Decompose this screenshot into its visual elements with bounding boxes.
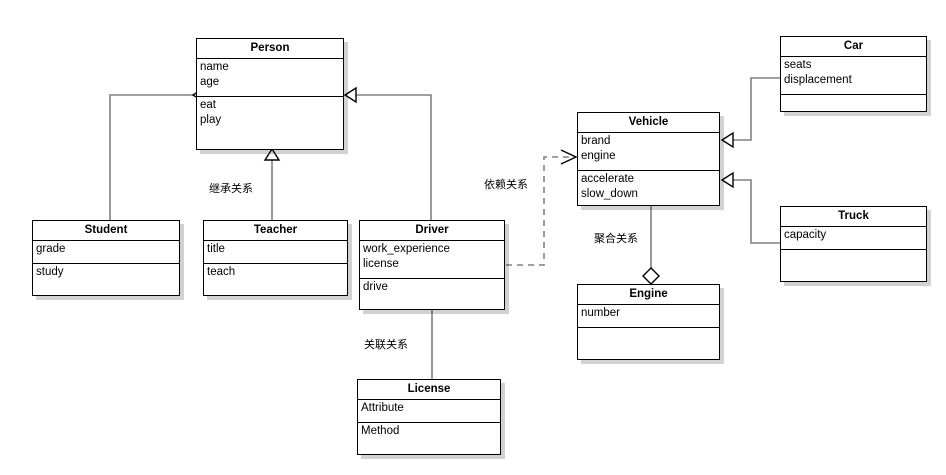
class-member: seats (784, 59, 812, 71)
class-member: license (363, 258, 399, 270)
class-box-teacher[interactable]: Teacher title teach (203, 220, 348, 296)
class-title-student: Student (33, 221, 179, 241)
edge-label-aggregation: 聚合关系 (594, 232, 638, 245)
class-box-car[interactable]: Car seats displacement (780, 36, 927, 112)
class-member: displacement (784, 74, 852, 86)
class-member: brand (581, 135, 611, 147)
class-member: play (200, 114, 222, 126)
class-attributes-student: grade (33, 241, 179, 264)
class-member: engine (581, 150, 616, 162)
edge-car-vehicle[interactable] (720, 77, 780, 149)
class-box-person[interactable]: Person name age eat play (196, 38, 344, 150)
class-title-car: Car (781, 37, 926, 57)
class-methods-car (781, 95, 926, 98)
class-title-vehicle: Vehicle (578, 113, 719, 133)
class-member: grade (36, 243, 66, 255)
class-methods-truck (781, 250, 926, 253)
class-title-engine: Engine (578, 285, 719, 305)
edge-driver-vehicle[interactable] (506, 149, 578, 266)
class-box-license[interactable]: License Attribute Method (357, 379, 501, 455)
class-attributes-driver: work_experience license (360, 241, 504, 279)
class-member: eat (200, 99, 216, 111)
class-member: teach (207, 266, 236, 278)
class-attributes-person: name age (197, 59, 343, 97)
edge-label-dependency: 依赖关系 (484, 178, 528, 191)
class-member: study (36, 266, 64, 278)
class-title-driver: Driver (360, 221, 504, 241)
class-attributes-truck: capacity (781, 227, 926, 250)
class-member: work_experience (363, 243, 450, 255)
class-methods-teacher: teach (204, 264, 347, 282)
class-methods-vehicle: accelerate slow_down (578, 171, 719, 204)
class-member: slow_down (581, 188, 638, 200)
class-box-driver[interactable]: Driver work_experience license drive (359, 220, 505, 310)
class-member: Attribute (361, 402, 404, 414)
edge-label-inheritance: 继承关系 (209, 182, 253, 195)
class-box-vehicle[interactable]: Vehicle brand engine accelerate slow_dow… (577, 112, 720, 206)
class-attributes-teacher: title (204, 241, 347, 264)
class-box-truck[interactable]: Truck capacity (780, 206, 927, 282)
edge-label-association: 关联关系 (364, 338, 408, 351)
class-title-truck: Truck (781, 207, 926, 227)
class-box-student[interactable]: Student grade study (32, 220, 180, 296)
class-member: title (207, 243, 225, 255)
class-methods-driver: drive (360, 279, 504, 297)
class-methods-engine (578, 328, 719, 331)
class-member: accelerate (581, 173, 635, 185)
class-methods-person: eat play (197, 97, 343, 130)
edge-student-person[interactable] (109, 86, 205, 220)
class-member: age (200, 76, 220, 88)
class-attributes-license: Attribute (358, 400, 500, 423)
class-attributes-engine: number (578, 305, 719, 328)
class-title-person: Person (197, 39, 343, 59)
class-attributes-car: seats displacement (781, 57, 926, 95)
class-box-engine[interactable]: Engine number (577, 284, 720, 360)
class-title-license: License (358, 380, 500, 400)
class-methods-student: study (33, 264, 179, 282)
class-member: capacity (784, 229, 827, 241)
class-attributes-vehicle: brand engine (578, 133, 719, 171)
edge-driver-person[interactable] (343, 86, 432, 220)
edge-vehicle-engine[interactable] (642, 206, 660, 285)
class-methods-license: Method (358, 423, 500, 441)
class-member: Method (361, 425, 400, 437)
edge-teacher-person[interactable] (263, 147, 281, 220)
class-member: number (581, 307, 620, 319)
class-member: name (200, 61, 229, 73)
edge-truck-vehicle[interactable] (720, 171, 780, 244)
class-member: drive (363, 281, 388, 293)
class-title-teacher: Teacher (204, 221, 347, 241)
